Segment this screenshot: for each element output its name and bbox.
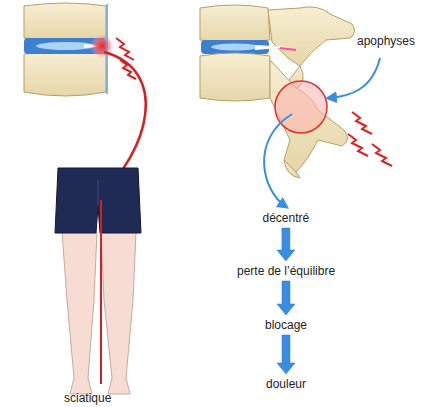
flow-arrow (277, 228, 295, 261)
part-label: sciatique (64, 391, 111, 405)
leg-figure (55, 168, 141, 394)
sciatic-line (100, 200, 102, 384)
pain-symbol (348, 112, 392, 166)
vertebra-section (24, 3, 114, 96)
facet-circle (275, 81, 327, 133)
step-text: décentré (263, 211, 310, 225)
flow-step: blocage (265, 318, 307, 332)
flow-arrow (277, 281, 295, 315)
pointer-arrow (330, 58, 380, 98)
flow-step: décentré (263, 211, 310, 225)
step-text: douleur (266, 377, 306, 391)
part-label: apophyses (357, 34, 415, 48)
flow-step: douleur (266, 377, 306, 391)
flow-start-arrow (264, 114, 292, 206)
flow-step: perte de l’équilibre (237, 264, 335, 278)
step-text: perte de l’équilibre (237, 264, 335, 278)
flow-arrow (277, 335, 295, 374)
step-text: blocage (265, 318, 307, 332)
vertebrae-side (200, 5, 355, 178)
